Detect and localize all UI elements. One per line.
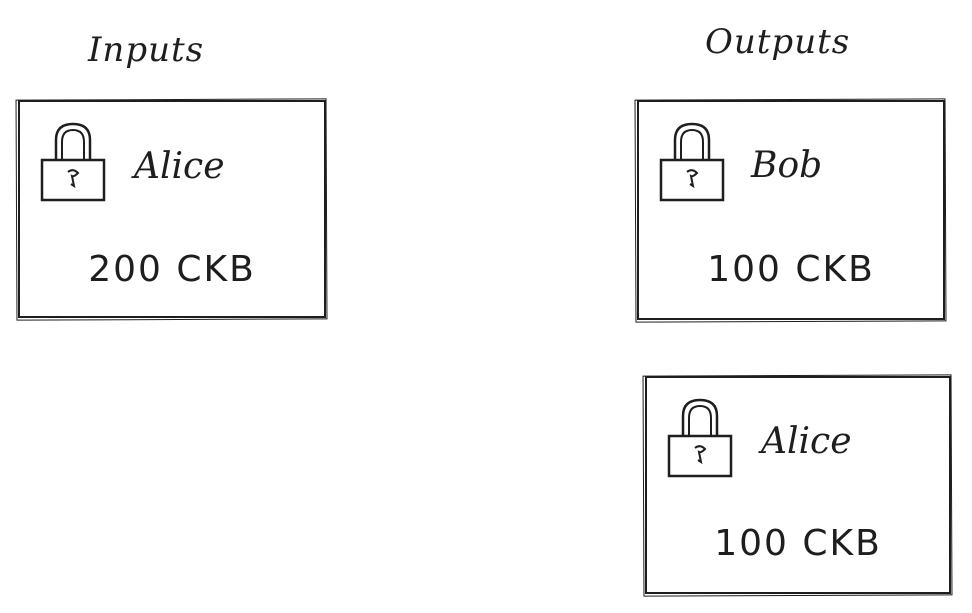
input-capacity-label: 200 CKB	[88, 249, 256, 290]
outputs-heading: Outputs	[705, 22, 851, 62]
lock-icon	[40, 122, 106, 202]
input-cell-alice: Alice 200 CKB	[18, 100, 326, 318]
output-capacity-label: 100 CKB	[714, 523, 882, 564]
inputs-heading: Inputs	[88, 30, 205, 70]
output-owner-label: Alice	[761, 421, 852, 462]
output-cell-alice: Alice 100 CKB	[645, 376, 951, 594]
lock-icon	[667, 398, 733, 478]
output-owner-label: Bob	[751, 145, 823, 186]
lock-icon	[659, 122, 725, 202]
output-capacity-label: 100 CKB	[707, 249, 875, 290]
input-owner-label: Alice	[134, 146, 225, 187]
output-cell-bob: Bob 100 CKB	[637, 100, 945, 320]
